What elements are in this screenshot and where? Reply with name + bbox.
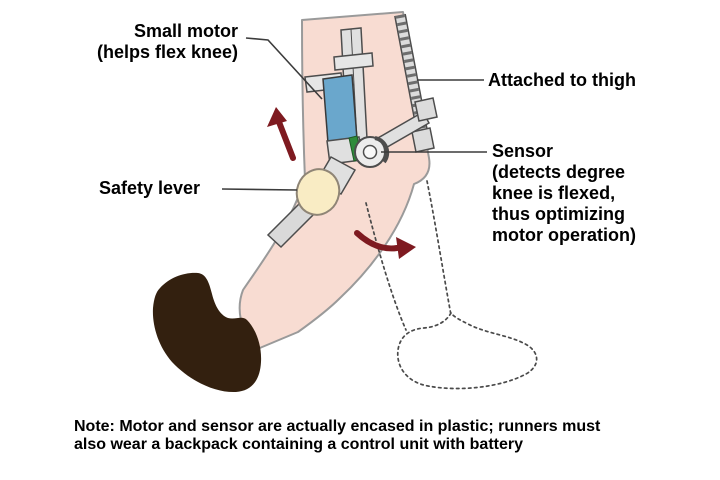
sensor-label: Sensor (detects degree knee is flexed, t… bbox=[492, 141, 636, 246]
sensor-label-line1: Sensor bbox=[492, 141, 554, 161]
sensor-label-line3: knee is flexed, bbox=[492, 183, 616, 203]
swing-forward-arrow bbox=[354, 230, 416, 259]
sensor-label-line2: (detects degree bbox=[492, 162, 626, 182]
rail-top-tab bbox=[333, 52, 374, 71]
small-motor-label-line1: Small motor bbox=[133, 21, 238, 41]
safety-lever-label: Safety lever bbox=[99, 178, 201, 198]
footnote-line1: Note: Motor and sensor are actually enca… bbox=[74, 418, 601, 435]
flex-up-arrow-shaft bbox=[276, 119, 296, 161]
knee-joint-hub bbox=[362, 144, 378, 160]
swing-forward-arrow-shaft bbox=[354, 230, 400, 252]
knee-joint-ring-shade bbox=[374, 136, 390, 164]
knee-brace-device bbox=[266, 13, 438, 249]
motor-shape bbox=[322, 74, 358, 144]
leader-small-motor bbox=[245, 37, 323, 100]
ghost-leg-outline bbox=[365, 180, 538, 390]
swing-forward-arrow-head bbox=[396, 237, 416, 259]
sensor-label-line4: thus optimizing bbox=[492, 204, 625, 224]
small-motor-label: Small motor (helps flex knee) bbox=[86, 21, 238, 63]
flex-up-arrow bbox=[267, 107, 296, 161]
ghost-shin-front-line bbox=[365, 202, 407, 331]
ghost-shin-back-line bbox=[426, 180, 452, 316]
small-motor-label-line2: (helps flex knee) bbox=[96, 42, 238, 62]
thigh-strap-segments bbox=[395, 14, 428, 137]
ghost-shoe-outline bbox=[396, 311, 538, 390]
leader-lines bbox=[221, 37, 487, 191]
safety-lever-knob bbox=[295, 168, 341, 216]
strap-end-bracket bbox=[411, 127, 435, 153]
shoe-shape bbox=[152, 272, 262, 393]
flex-up-arrow-head bbox=[267, 107, 287, 127]
footnote-line2: also wear a backpack containing a contro… bbox=[74, 436, 523, 453]
footnote: Note: Motor and sensor are actually enca… bbox=[74, 418, 684, 454]
leader-safety-lever bbox=[221, 188, 298, 191]
attached-to-thigh-label: Attached to thigh bbox=[488, 70, 636, 90]
link-end-block bbox=[414, 97, 438, 122]
sensor-label-line5: motor operation) bbox=[492, 225, 636, 245]
